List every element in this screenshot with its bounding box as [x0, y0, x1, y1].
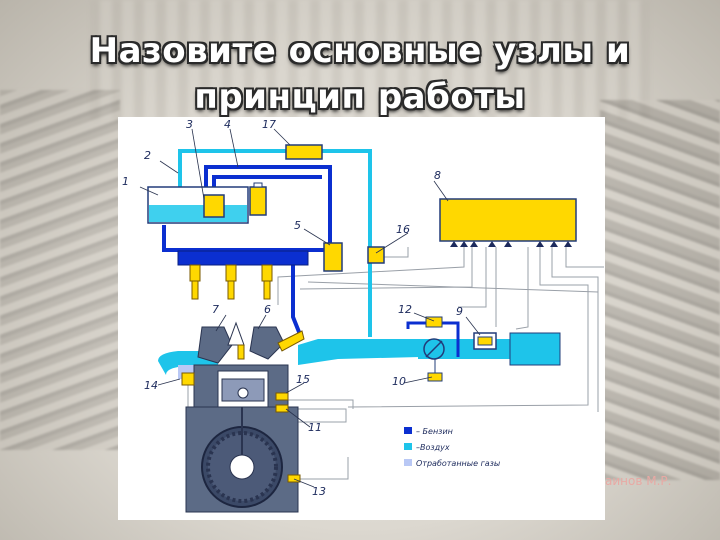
- callout-13: 13: [312, 485, 326, 498]
- legend-swatch-exhaust: [404, 459, 412, 466]
- callout-14: 14: [144, 379, 158, 392]
- callout-8: 8: [434, 169, 441, 182]
- callout-15: 15: [296, 373, 310, 386]
- callout-5: 5: [294, 219, 301, 232]
- fuel-filter: [249, 186, 267, 216]
- cold-start-injector: [323, 242, 343, 272]
- callout-12: 12: [398, 303, 412, 316]
- sensor-wires: [187, 199, 604, 480]
- engine-block: [185, 364, 299, 513]
- callout-17: 17: [262, 118, 276, 131]
- ecu-input-arrows: [450, 241, 572, 247]
- legend-label-fuel: – Бензин: [416, 427, 453, 436]
- engine-sensors: [181, 372, 301, 483]
- auxiliary-air-valve: [367, 246, 385, 264]
- callout-3: 3: [186, 118, 193, 131]
- callout-11: 11: [308, 421, 322, 434]
- legend-label-air: –Воздух: [416, 443, 450, 452]
- background-engine-photo-top: [90, 0, 650, 120]
- pressure-regulator: [285, 144, 323, 160]
- callout-1: 1: [122, 175, 129, 188]
- injection-system-diagram: 1 2 3 4 17 8 5 16 7 6 12 9 14 15 10 11 1…: [118, 117, 605, 520]
- legend-swatch-fuel: [404, 427, 412, 434]
- callout-10: 10: [392, 375, 406, 388]
- callout-2: 2: [144, 149, 151, 162]
- cylinder-head: [197, 321, 305, 364]
- callout-4: 4: [224, 118, 231, 131]
- callout-labels: 1 2 3 4 17 8 5 16 7 6 12 9 14 15 10 11 1…: [122, 118, 463, 498]
- injectors: [189, 264, 273, 300]
- fuel-rail: [177, 250, 309, 266]
- fuel-tank: [147, 186, 249, 224]
- ecu-block: [439, 198, 577, 242]
- throttle-switch: [425, 316, 443, 328]
- fuel-pump: [203, 194, 225, 218]
- legend-label-exhaust: Отработанные газы: [416, 459, 500, 468]
- slide-title: Назовите основные узлы и принцип работы: [89, 31, 631, 117]
- callout-6: 6: [264, 303, 271, 316]
- legend-swatch-air: [404, 443, 412, 450]
- callout-leaders: [139, 128, 481, 488]
- legend: – Бензин –Воздух Отработанные газы: [404, 427, 500, 468]
- background-engine-photo-left: [0, 90, 120, 450]
- callout-16: 16: [396, 223, 410, 236]
- callout-9: 9: [456, 305, 463, 318]
- background-engine-photo-right: [600, 100, 720, 480]
- callout-7: 7: [212, 303, 219, 316]
- author-watermark: аинов М.Р.: [605, 474, 672, 488]
